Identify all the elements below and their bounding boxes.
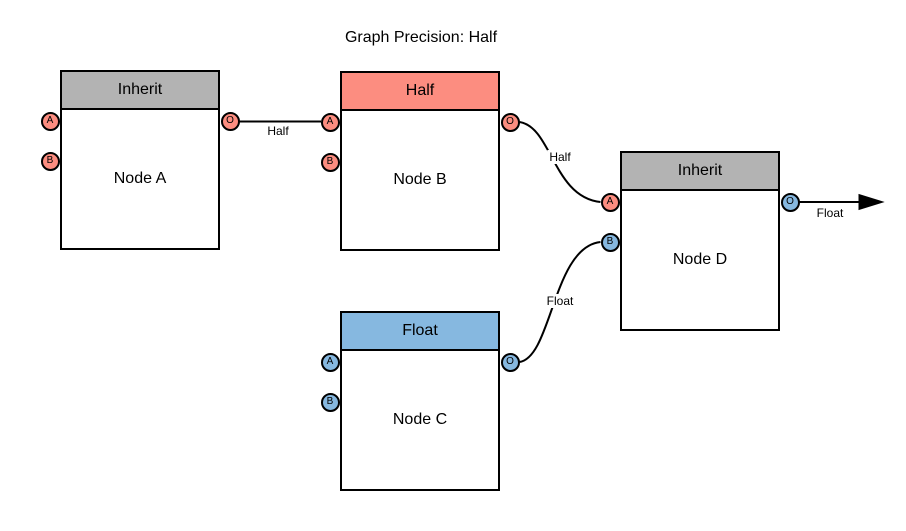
port-letter: A: [326, 116, 334, 127]
output-arrowhead-icon: [858, 193, 885, 211]
node-c: Float Node C A B O: [320, 311, 520, 491]
edge-label-half-ab: Half: [265, 124, 291, 138]
port-letter: A: [606, 196, 614, 207]
node-b-output-port: O: [500, 112, 520, 132]
port-letter: A: [326, 356, 334, 367]
node-b-label: Node B: [393, 171, 447, 188]
node-a-output-port: O: [220, 111, 240, 131]
node-a-input-port-a: A: [40, 111, 60, 131]
node-a-body: Node A: [62, 110, 218, 248]
node-c-input-port-a: A: [320, 352, 340, 372]
node-a-input-port-b: B: [40, 151, 60, 171]
edge-label-float-cd: Float: [544, 294, 576, 308]
node-b-header-label: Half: [405, 82, 435, 99]
node-b-header: Half: [342, 73, 498, 111]
node-d-label: Node D: [672, 251, 728, 268]
port-letter: B: [326, 396, 334, 407]
node-c-header: Float: [342, 313, 498, 351]
edge-label-float-out: Float: [814, 206, 846, 220]
node-d-input-port-a: A: [600, 192, 620, 212]
node-a-label: Node A: [113, 170, 167, 187]
node-a: Inherit Node A A B O: [40, 70, 240, 250]
node-d-header-label: Inherit: [677, 162, 723, 179]
node-c-output-port: O: [500, 352, 520, 372]
node-a-header: Inherit: [62, 72, 218, 110]
node-d-header: Inherit: [622, 153, 778, 191]
port-letter: A: [46, 115, 54, 126]
port-letter: O: [786, 196, 794, 207]
node-b: Half Node B A B O: [320, 71, 520, 251]
node-c-label: Node C: [392, 411, 448, 428]
port-letter: B: [606, 236, 614, 247]
port-letter: O: [506, 356, 514, 367]
node-c-input-port-b: B: [320, 392, 340, 412]
node-d: Inherit Node D A B O: [600, 151, 800, 331]
edge-label-half-bd: Half: [547, 150, 573, 164]
node-d-body: Node D: [622, 191, 778, 329]
port-letter: B: [326, 156, 334, 167]
diagram-title: Graph Precision: Half: [344, 29, 498, 46]
node-b-input-port-b: B: [320, 152, 340, 172]
port-letter: O: [226, 115, 234, 126]
node-d-output-port: O: [780, 192, 800, 212]
node-b-body: Node B: [342, 111, 498, 249]
port-letter: B: [46, 155, 54, 166]
node-a-header-label: Inherit: [117, 81, 163, 98]
node-c-body: Node C: [342, 351, 498, 489]
port-letter: O: [506, 116, 514, 127]
node-c-header-label: Float: [402, 322, 438, 339]
node-d-input-port-b: B: [600, 232, 620, 252]
node-b-input-port-a: A: [320, 112, 340, 132]
